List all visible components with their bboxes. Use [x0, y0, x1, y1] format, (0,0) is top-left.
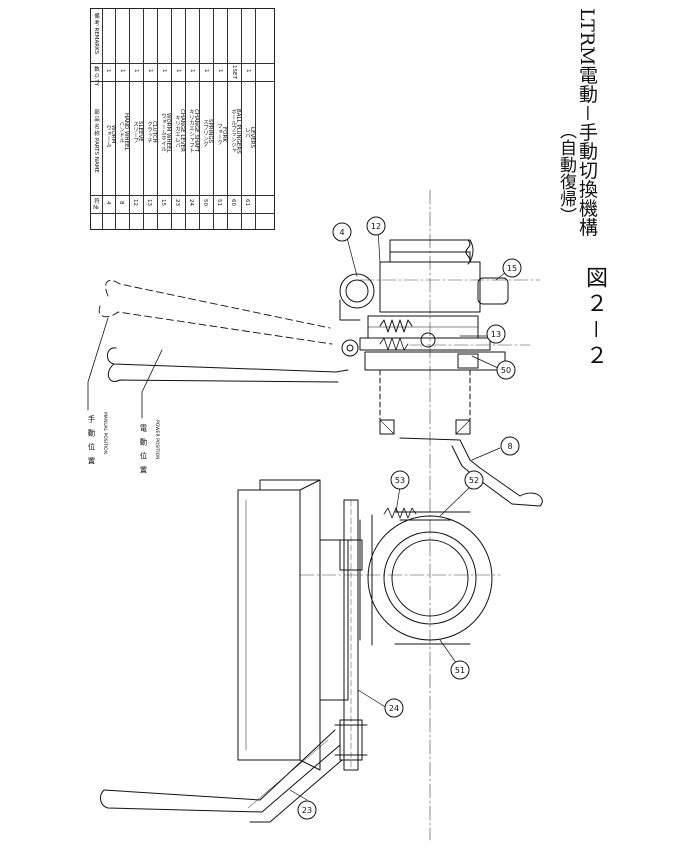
table-row-no: 60	[230, 199, 236, 206]
table-row-name-jp: キリカエシャフト	[188, 109, 194, 153]
balloon-12: 12	[366, 216, 386, 236]
table-row-name-jp: キリカエレバ	[174, 115, 180, 148]
balloon-label: 4	[339, 228, 344, 237]
table-row-no: 15	[160, 199, 166, 206]
table-row-name-jp: レバ	[244, 127, 250, 138]
table-row-name-jp: ウォームホイル	[160, 113, 166, 152]
manual-position-en: MANUAL POSITION	[102, 412, 107, 455]
table-row-no: 51	[216, 199, 222, 206]
table-row-qty: 1	[133, 69, 139, 73]
table-row-name-jp: フォーク	[216, 123, 222, 145]
balloon-label: 24	[389, 704, 399, 713]
table-row-qty: 1SET	[231, 65, 237, 79]
hand-wheel-shaft	[399, 437, 543, 507]
balloon-label: 8	[507, 442, 512, 451]
table-row-name-jp: ボールプランジャ	[230, 109, 236, 153]
table-row-qty: 1	[119, 69, 125, 73]
qty-header: 数 Q.TY	[93, 66, 99, 87]
table-row-qty: 1	[189, 69, 195, 73]
motor-frame	[237, 479, 349, 771]
table-row-no: 4	[105, 201, 111, 205]
balloon-label: 13	[491, 330, 501, 339]
table-row-name-en: CHANGE SHAFT	[193, 109, 199, 153]
balloon-50: 50	[496, 360, 516, 380]
table-row-qty: 1	[147, 69, 153, 73]
balloon-4: 4	[332, 222, 352, 242]
table-row-name-en: HAND WHEEL	[123, 113, 129, 151]
table-row-name-en: LEVERS	[249, 127, 255, 149]
manual-position-jp: 手 動 位 置	[87, 415, 96, 467]
balloon-53: 53	[390, 470, 410, 490]
position-leaders	[87, 317, 163, 419]
worm-wheel-housing	[359, 507, 493, 646]
change-lever	[100, 729, 343, 823]
table-row-no: 8	[118, 201, 124, 205]
table-row-no: 61	[244, 199, 250, 206]
table-row-qty: 1	[161, 69, 167, 73]
table-row-no: 50	[202, 199, 208, 206]
manual-position-label-en: MANUAL POSITION	[95, 412, 114, 454]
change-shaft	[334, 499, 368, 771]
power-position-en: POWER POSITION	[154, 420, 159, 460]
balloon-15: 15	[502, 258, 522, 278]
table-row-no: 13	[146, 199, 152, 206]
table-row-qty: 1	[203, 69, 209, 73]
balloon-label: 51	[455, 666, 465, 675]
power-position-jp: 電 動 位 置	[139, 424, 148, 476]
table-row-name-jp: スプリング	[202, 119, 208, 147]
power-lever	[107, 347, 349, 383]
center-lines	[299, 189, 541, 841]
table-row-no: 12	[132, 199, 138, 206]
table-row-qty: 1	[105, 69, 111, 73]
balloon-label: 50	[501, 366, 511, 375]
balloon-23: 23	[297, 800, 317, 820]
balloon-8: 8	[500, 436, 520, 456]
table-row-name-jp: ハンドル	[118, 121, 124, 143]
table-row-no: 24	[188, 199, 194, 206]
balloon-label: 52	[469, 476, 479, 485]
table-row-name-jp: クラッチ	[146, 121, 152, 143]
balloon-51: 51	[450, 660, 470, 680]
table-row-name-en: WORM WHEEL	[165, 113, 171, 153]
balloon-label: 15	[507, 264, 517, 273]
worm-housing	[339, 239, 509, 321]
remarks-header: 備 考 REMARKS	[93, 13, 99, 55]
figure-subtitle: （自動復帰）	[556, 122, 576, 224]
table-row-name-en: CHANGE LEVER	[179, 109, 185, 152]
balloon-52: 52	[464, 470, 484, 490]
power-position-label: 電 動 位 置	[134, 424, 153, 475]
table-row-name-en: SLEEVE	[137, 121, 143, 142]
table-row-name-en: SPRINGS	[207, 119, 213, 144]
table-row-name-en: FORK	[221, 127, 227, 142]
balloon-leaders	[289, 229, 507, 801]
balloon-label: 12	[371, 222, 381, 231]
figure-number: 図２－２	[582, 266, 607, 371]
table-row-qty: 1	[217, 69, 223, 73]
balloon-13: 13	[486, 324, 506, 344]
power-position-label-en: POWER POSITION	[147, 420, 166, 460]
balloon-label: 23	[302, 806, 312, 815]
parts-name-header: 部 品 名 称 PARTS NAME	[93, 109, 99, 173]
no-header: 符 №	[93, 198, 99, 212]
manual-lever-ghost	[98, 280, 333, 345]
table-row-qty: 1	[175, 69, 181, 73]
figure-caption: 図２－２ LTRM電動－手動切換機構 （自動復帰）	[556, 4, 616, 424]
balloon-label: 53	[395, 476, 405, 485]
table-row-name-jp: ウォーム	[105, 125, 111, 147]
table-row-name-jp: スリーブ	[132, 121, 138, 143]
balloon-24: 24	[384, 698, 404, 718]
parts-table: 備 考 REMARKS 数 Q.TY 部 品 名 称 PARTS NAME 符 …	[90, 8, 275, 230]
clutch-assembly	[341, 315, 506, 435]
table-row-no: 23	[174, 199, 180, 206]
table-row-name-en: CLUTCH	[151, 121, 157, 143]
figure-title: LTRM電動－手動切換機構	[576, 8, 598, 237]
table-row-name-en: BALL PLUNGERS	[235, 109, 241, 154]
table-row-name-en: WORM	[110, 125, 116, 144]
manual-position-label: 手 動 位 置	[82, 415, 101, 466]
table-row-qty: 1	[245, 69, 251, 73]
